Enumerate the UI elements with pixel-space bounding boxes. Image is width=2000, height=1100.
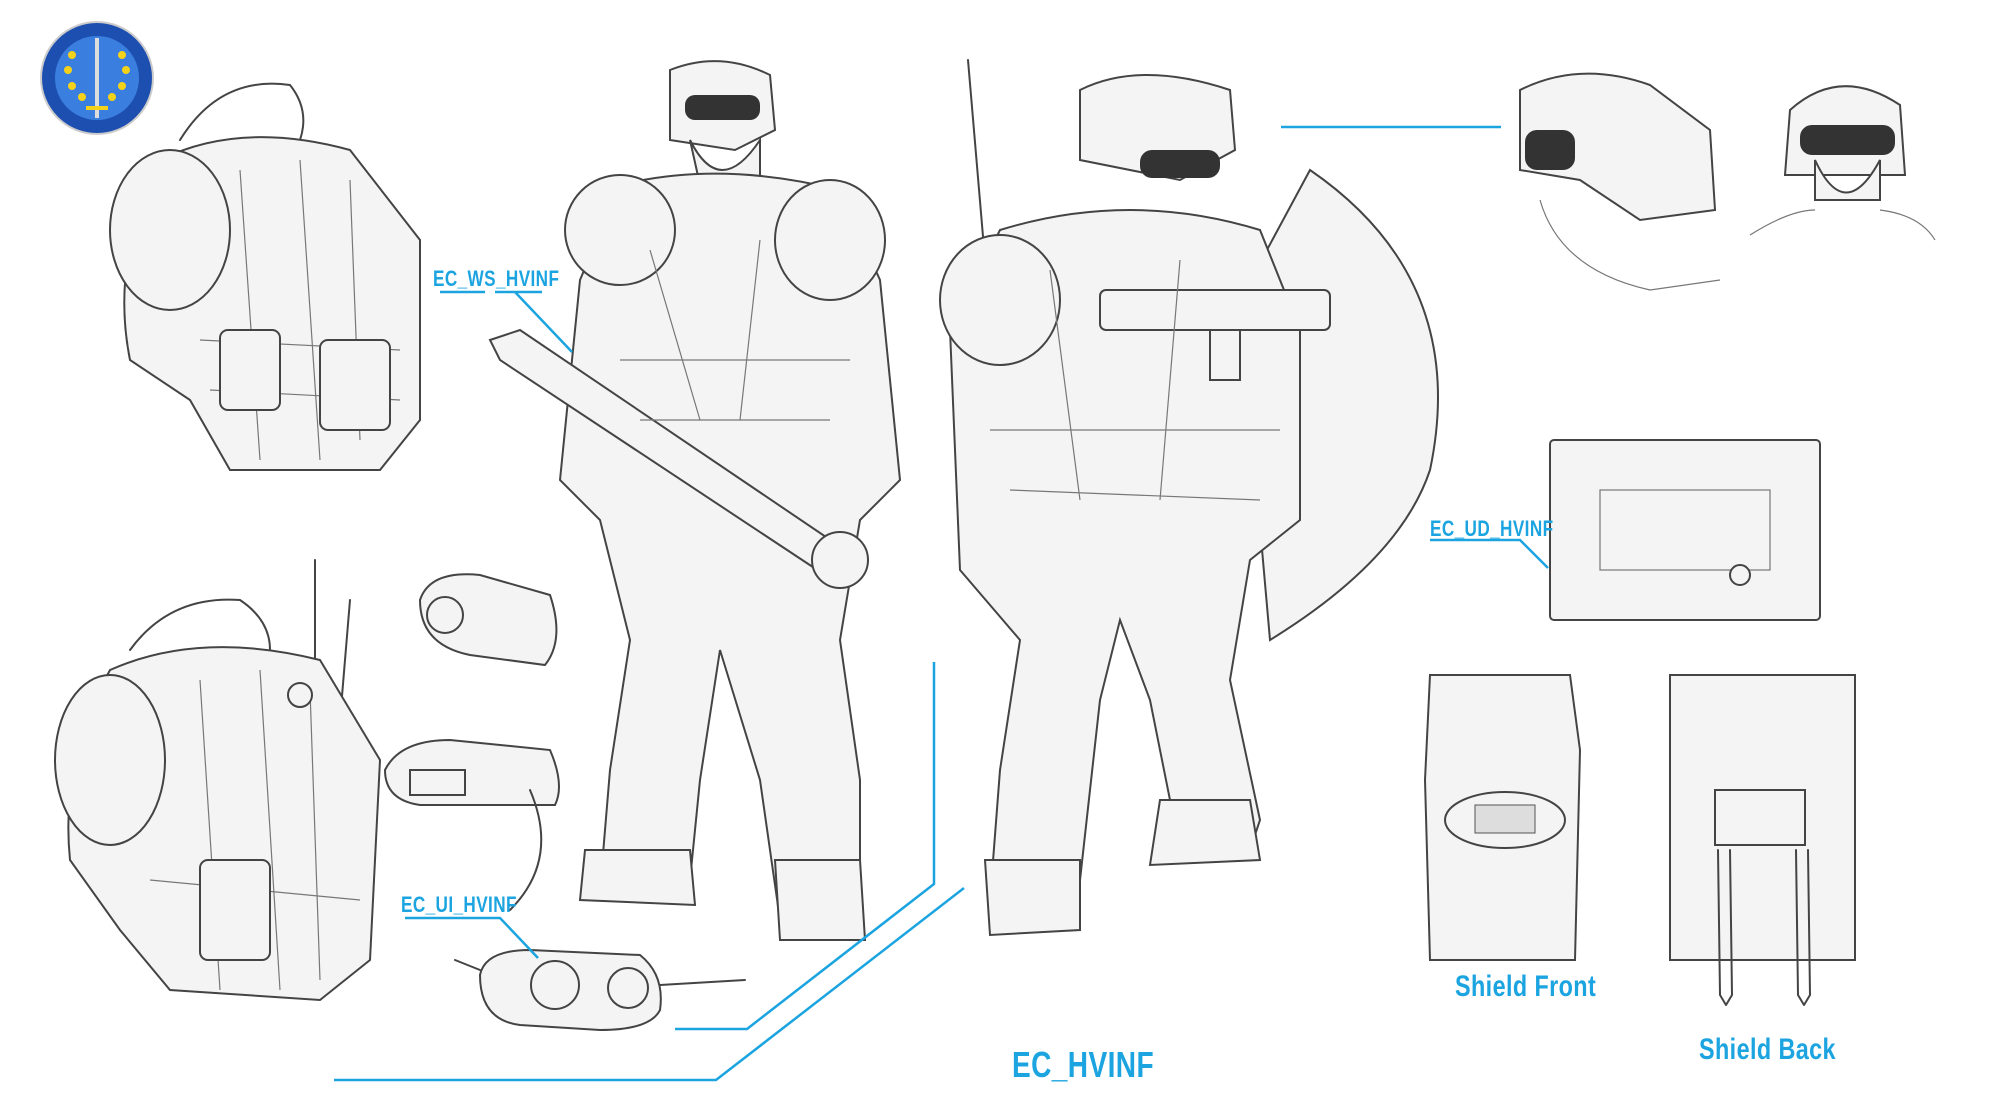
label-ec-ui-hvinf: EC_UI_HVINF bbox=[401, 892, 517, 917]
label-ec-hvinf: EC_HVINF bbox=[1012, 1044, 1154, 1085]
label-ec-ws-hvinf: EC_WS_HVINF bbox=[433, 266, 560, 291]
soldier-back-view-bottom bbox=[54, 559, 382, 1002]
leader-line-visor bbox=[675, 662, 936, 1031]
label-ec-ud-hvinf: EC_UD_HVINF bbox=[1430, 516, 1554, 541]
goggle-device bbox=[383, 738, 560, 911]
leader-line-ud bbox=[1430, 538, 1549, 569]
leader-line-main bbox=[334, 887, 965, 1082]
label-shield-back: Shield Back bbox=[1699, 1033, 1836, 1066]
scope-device bbox=[418, 573, 558, 667]
soldier-with-shield bbox=[939, 59, 1439, 937]
helmet-front-view bbox=[1749, 85, 1936, 241]
leader-line-ws bbox=[440, 290, 573, 353]
shield-back-view bbox=[1669, 674, 1856, 1006]
shield-top-view bbox=[1549, 439, 1821, 621]
eurocorps-logo bbox=[40, 21, 154, 135]
visor-device bbox=[454, 948, 746, 1032]
leader-line-ui bbox=[405, 916, 539, 959]
shield-front-view bbox=[1423, 674, 1582, 961]
helmet-side-view bbox=[1519, 72, 1721, 291]
soldier-back-view-top bbox=[109, 82, 421, 471]
label-shield-front: Shield Front bbox=[1455, 970, 1597, 1003]
soldier-front-with-launcher bbox=[488, 60, 902, 941]
